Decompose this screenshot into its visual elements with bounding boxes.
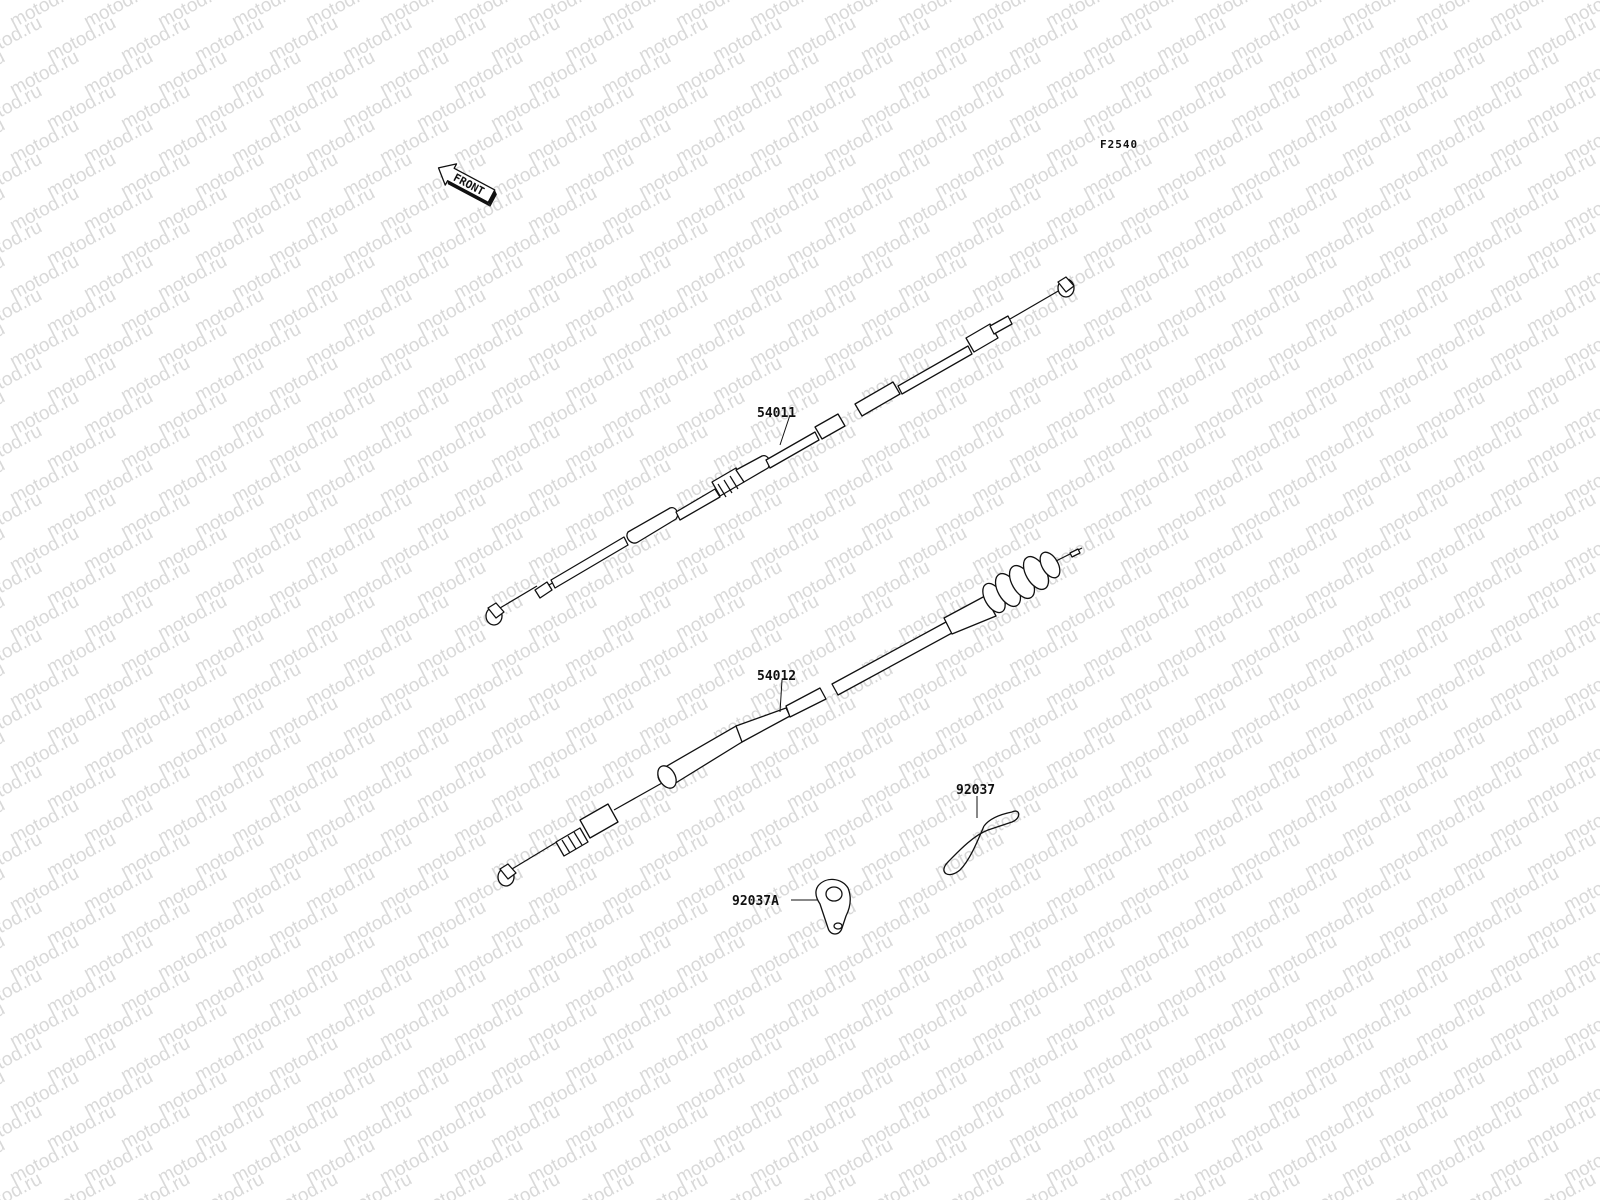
watermark-text: motod.ru	[0, 591, 9, 645]
watermark-text: motod.ru	[0, 149, 46, 203]
watermark-text: motod.ru	[0, 13, 46, 67]
figure-code: F2540	[1100, 138, 1138, 151]
watermark-text: motod.ru	[0, 999, 9, 1053]
watermark-text: motod.ru	[0, 965, 46, 1019]
watermark-text: motod.ru	[0, 1135, 9, 1189]
watermark-text: motod.ru	[0, 115, 9, 169]
watermark-text: motod.ru	[0, 489, 46, 543]
watermark-text: motod.ru	[0, 285, 46, 339]
callout-92037A: 92037A	[732, 894, 779, 909]
watermark-text: motod.ru	[0, 829, 46, 883]
watermark-text: motod.ru	[0, 931, 9, 985]
watermark-text: motod.ru	[0, 183, 9, 237]
watermark-text: motod.ru	[0, 1033, 46, 1087]
watermark-text: motod.ru	[0, 795, 9, 849]
watermark-text: motod.ru	[0, 761, 46, 815]
watermark-text: motod.ru	[0, 693, 46, 747]
watermark-text: motod.ru	[0, 1101, 46, 1155]
callout-54011: 54011	[757, 406, 796, 421]
watermark-text: motod.ru	[0, 523, 9, 577]
watermark-text: motod.ru	[0, 455, 9, 509]
callout-54012: 54012	[757, 669, 796, 684]
watermark-text: motod.ru	[0, 387, 9, 441]
watermark-text: motod.ru	[0, 81, 46, 135]
watermark-text: motod.ru	[0, 217, 46, 271]
watermark-text: motod.ru	[0, 47, 9, 101]
watermark-text: motod.ru	[0, 319, 9, 373]
watermark-text: motod.ru	[0, 251, 9, 305]
watermark-text: motod.ru	[0, 625, 46, 679]
watermark-text: motod.ru	[0, 353, 46, 407]
watermark-text: motod.ru	[0, 1067, 9, 1121]
watermark-text: motod.ru	[0, 557, 46, 611]
watermark-text: motod.ru	[0, 421, 46, 475]
watermark-text: motod.ru	[0, 897, 46, 951]
callout-92037: 92037	[956, 783, 995, 798]
watermark-text: motod.ru	[0, 659, 9, 713]
watermark-text: motod.ru	[0, 727, 9, 781]
watermark-text: motod.ru	[0, 863, 9, 917]
